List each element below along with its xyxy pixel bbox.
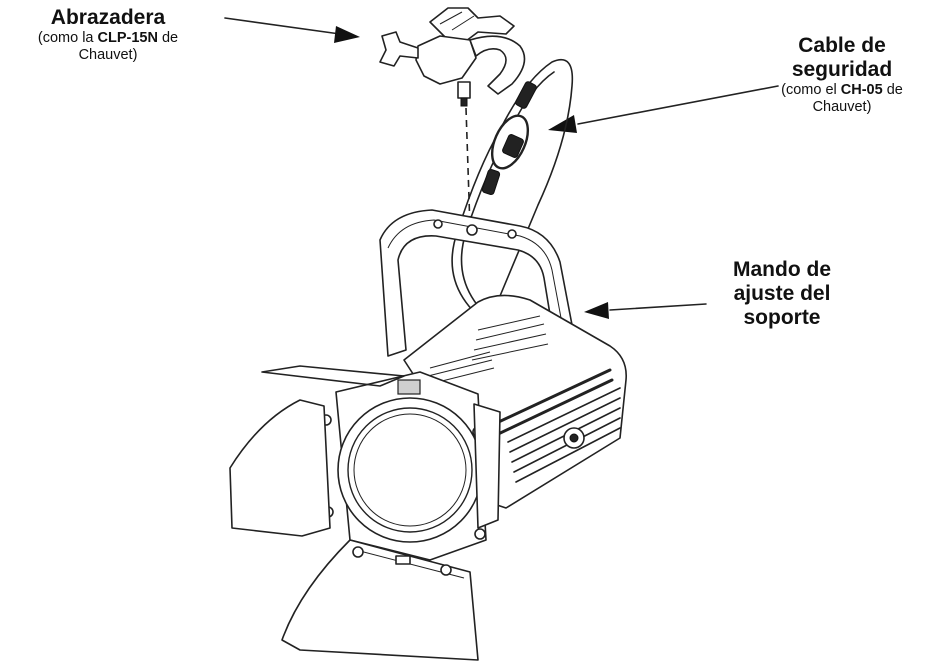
clamp-drawing xyxy=(379,7,526,107)
clamp-label: Abrazadera (como la CLP-15N de Chauvet) xyxy=(18,6,198,63)
clamp-subtitle: (como la CLP-15N de Chauvet) xyxy=(18,30,198,63)
safety-cable-prefix: (como el xyxy=(781,82,841,99)
safety-cable-title: Cable de seguridad xyxy=(791,34,893,82)
mounting-alignment-line xyxy=(465,107,471,229)
clamp-title: Abrazadera xyxy=(50,6,166,29)
safety-cable-suffix: de Chauvet) xyxy=(812,82,903,115)
bracket-knob xyxy=(563,427,585,449)
clamp-arrow xyxy=(224,17,360,43)
fixture-body xyxy=(320,294,627,561)
clamp-model: CLP-15N xyxy=(97,30,158,47)
safety-cable-label: Cable de seguridad (como el CH-05 de Cha… xyxy=(752,34,932,116)
clamp-prefix: (como la xyxy=(37,30,98,47)
clamp-suffix: de Chauvet) xyxy=(78,30,179,63)
bracket-knob-label: Mando de ajuste del soporte xyxy=(712,258,852,330)
safety-cable-subtitle: (como el CH-05 de Chauvet) xyxy=(752,82,932,115)
bracket-knob-title: Mando de ajuste del soporte xyxy=(733,258,831,330)
safety-cable-arrow xyxy=(548,85,779,133)
bracket-knob-arrow xyxy=(584,302,707,319)
safety-cable-model: CH-05 xyxy=(840,82,883,99)
barn-doors xyxy=(229,365,501,661)
